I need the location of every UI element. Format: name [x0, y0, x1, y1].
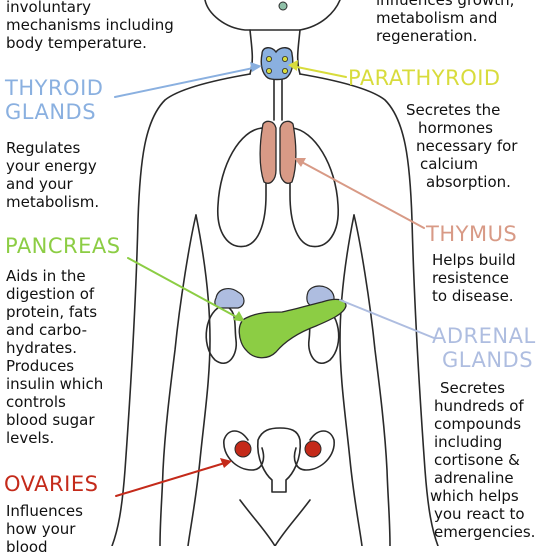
thyroid-gland — [260, 47, 294, 81]
adrenal-glands — [214, 285, 335, 309]
pancreas-desc-line-3: protein, fats — [6, 303, 98, 321]
thyroid-desc-line-1: Regulates — [6, 139, 81, 157]
thyroid-label-line-1: THYROID — [5, 76, 104, 100]
head-detail — [278, 1, 288, 11]
thyroid-label: THYROID GLANDS — [5, 76, 103, 124]
pancreas-desc-line-1: Aids in the — [6, 267, 86, 285]
adrenal-desc-line-3: compounds — [434, 415, 522, 433]
thyroid-description: Regulates your energy and your metabolis… — [6, 139, 99, 211]
ovaries-desc-line-2: how your — [6, 520, 76, 538]
top-left-line-3: body temperature. — [6, 34, 147, 52]
thyroid-arrowhead — [250, 62, 262, 72]
thyroid-pointer — [114, 66, 259, 98]
thymus-description: Helps build resistence to disease. — [432, 251, 516, 305]
adrenal-desc-line-1: Secretes — [440, 379, 505, 397]
ovaries-description: Influences how your blood — [6, 502, 83, 556]
parathyroid-desc-line-5: absorption. — [426, 173, 511, 191]
top-right-line-3: regeneration. — [376, 27, 478, 45]
pancreas-desc-line-2: digestion of — [6, 285, 95, 303]
pancreas-desc-line-5: hydrates. — [6, 339, 77, 357]
pancreas-label: PANCREAS — [5, 234, 121, 258]
top-left-line-1: involuntary — [6, 0, 92, 16]
pancreas-desc-line-8: controls — [6, 393, 66, 411]
top-right-text: influences growth, metabolism and regene… — [376, 0, 514, 45]
adrenal-desc-line-5: cortisone & — [434, 451, 520, 469]
thyroid-label-line-2: GLANDS — [5, 100, 97, 124]
adrenal-label: ADRENAL GLANDS — [432, 324, 536, 372]
adrenal-pointer — [339, 299, 435, 339]
ovaries-label: OVARIES — [4, 472, 99, 496]
ovaries-organ — [234, 440, 322, 458]
pointer-lines — [114, 60, 435, 497]
adrenal-desc-line-6: adrenaline — [434, 469, 514, 487]
pancreas-desc-line-4: and carbo- — [6, 321, 87, 339]
parathyroid-desc-line-3: necessary for — [416, 137, 518, 155]
top-left-line-2: mechanisms including — [6, 16, 174, 34]
thymus-desc-line-1: Helps build — [432, 251, 516, 269]
pancreas-description: Aids in the digestion of protein, fats a… — [6, 267, 103, 447]
parathyroid-description: Secretes the hormones necessary for calc… — [406, 101, 517, 191]
adrenal-label-line-1: ADRENAL — [432, 324, 536, 348]
thyroid-desc-line-2: your energy — [6, 157, 97, 175]
pancreas-desc-line-7: insulin which — [6, 375, 104, 393]
thymus-pointer — [297, 159, 425, 229]
pancreas-desc-line-6: Produces — [6, 357, 75, 375]
thymus-gland — [259, 120, 297, 184]
ovaries-arrowhead — [220, 458, 232, 468]
pancreas-desc-line-9: blood sugar — [6, 411, 95, 429]
adrenal-label-line-2: GLANDS — [442, 348, 534, 372]
ovaries-desc-line-3: blood — [6, 538, 48, 556]
parathyroid-glands — [265, 56, 288, 75]
thymus-arrowhead — [294, 158, 306, 167]
ovaries-desc-line-1: Influences — [6, 502, 83, 520]
adrenal-desc-line-9: emergencies. — [434, 523, 536, 541]
parathyroid-arrowhead — [288, 60, 298, 71]
pancreas-desc-line-10: levels. — [6, 429, 55, 447]
thyroid-desc-line-4: metabolism. — [6, 193, 100, 211]
top-right-line-1: influences growth, — [376, 0, 515, 9]
thymus-desc-line-3: to disease. — [432, 287, 514, 305]
pancreas-arrowhead — [233, 311, 245, 322]
thyroid-desc-line-3: and your — [6, 175, 73, 193]
pancreas-organ — [238, 298, 347, 359]
adrenal-desc-line-8: you react to — [434, 505, 525, 523]
parathyroid-label: PARATHYROID — [348, 66, 501, 90]
top-right-line-2: metabolism and — [376, 9, 498, 27]
adrenal-description: Secretes hundreds of compounds including… — [430, 379, 535, 541]
parathyroid-desc-line-4: calcium — [420, 155, 479, 173]
pancreas-pointer — [127, 257, 243, 321]
thymus-desc-line-2: resistence — [432, 269, 509, 287]
adrenal-desc-line-4: including — [434, 433, 503, 451]
top-left-text: involuntary mechanisms including body te… — [6, 0, 174, 52]
ovaries-pointer — [115, 461, 229, 497]
parathyroid-pointer — [291, 65, 347, 78]
parathyroid-desc-line-2: hormones — [418, 119, 493, 137]
adrenal-desc-line-7: which helps — [430, 487, 519, 505]
adrenal-desc-line-2: hundreds of — [434, 397, 524, 415]
parathyroid-desc-line-1: Secretes the — [406, 101, 501, 119]
thymus-label: THYMUS — [426, 222, 518, 246]
